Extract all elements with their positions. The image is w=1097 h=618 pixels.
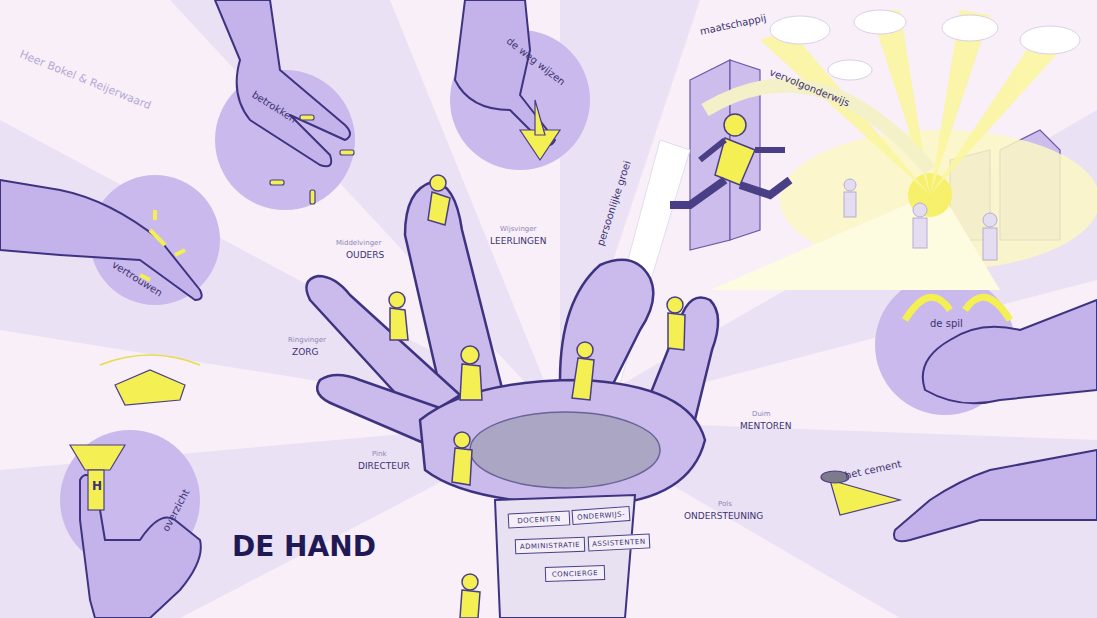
finger-name: Middelvinger [336,240,381,248]
finger-role: LEERLINGEN [490,237,546,247]
brick-label: DOCENTEN [517,514,561,524]
finger-name: Ringvinger [288,337,326,345]
finger-role: MENTOREN [740,422,791,432]
diagram-title: DE HAND [232,532,376,563]
brick-label: ADMINISTRATIE [520,540,581,550]
brick-label: ASSISTENTEN [592,537,646,548]
finger-name: Wijsvinger [500,226,536,234]
finger-name: Pink [372,451,387,459]
callout-text: de spil [930,318,963,329]
finger-name: Duim [752,411,771,419]
brick-label: CONCIERGE [552,569,598,579]
finger-role: DIRECTEUR [358,462,410,472]
helipad-letter: H [92,480,102,493]
finger-role: ONDERSTEUNING [684,512,763,522]
wall-brick: ADMINISTRATIE [515,537,585,554]
wall-brick: CONCIERGE [545,565,605,582]
finger-name: Pols [718,501,732,509]
finger-role: OUDERS [346,251,384,261]
brick-label: ONDERWIJS- [577,510,626,521]
finger-role: ZORG [292,348,318,358]
wall-brick: ASSISTENTEN [588,533,650,551]
